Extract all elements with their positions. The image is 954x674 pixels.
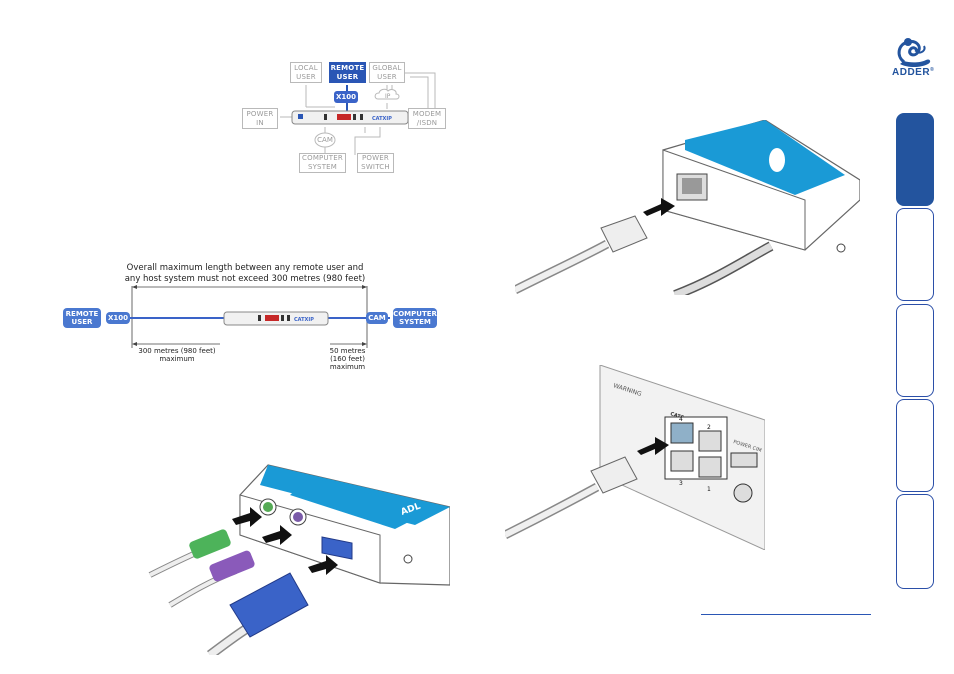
length-lines: CATXIP — [120, 285, 390, 348]
length-computer-system: COMPUTER SYSTEM — [393, 308, 437, 328]
power-switch-box: POWER SWITCH — [357, 153, 394, 173]
modem-isdn-box: MODEM /ISDN — [408, 108, 446, 129]
length-left-caption-1: 300 metres (980 feet) — [138, 347, 216, 355]
brand-name: ADDER® — [892, 67, 935, 78]
length-device-label: CATXIP — [294, 317, 314, 323]
power-in-box: POWER IN — [242, 108, 278, 129]
divider-line — [701, 614, 871, 615]
topology-device-label: CATXIP — [372, 116, 392, 122]
length-cam: CAM — [366, 312, 388, 324]
global-user-box: GLOBAL USER — [369, 62, 405, 83]
length-x100: X100 — [106, 312, 130, 324]
snake-logo-icon — [897, 38, 931, 67]
adder-logo: ADDER® — [886, 34, 942, 80]
nav-tab-4[interactable] — [896, 399, 934, 492]
port-3-label: 3 — [679, 480, 683, 487]
length-remote-user: REMOTE USER — [63, 308, 101, 328]
ps2-vga-illustration: ADL — [148, 464, 451, 660]
cam-label: CAM — [317, 136, 333, 144]
length-right-caption-3: maximum — [329, 363, 366, 371]
length-left-caption-2: maximum — [159, 355, 195, 363]
length-right-caption-2: (160 feet) — [330, 355, 365, 363]
photo-cat5-into-unit — [512, 119, 861, 300]
nav-tab-5[interactable] — [896, 494, 934, 589]
length-heading-line1: Overall maximum length between any remot… — [126, 263, 364, 273]
cat5-unit-illustration — [512, 119, 861, 300]
photo-ps2-vga-connection: ADL — [140, 455, 451, 660]
computer-system-box: COMPUTER SYSTEM — [299, 153, 346, 173]
photo-cat5-user-ports: WARNING CAT5 USER PORTS POWER CIM 4 2 3 … — [502, 364, 766, 551]
user-ports-illustration: WARNING CAT5 USER PORTS POWER CIM 4 2 3 … — [502, 364, 766, 551]
ip-cloud-label: IP — [385, 93, 391, 100]
topology-diagram: CATXIP IP LOCAL USER REMOTE USER GLOBAL … — [240, 55, 455, 175]
local-user-box: LOCAL USER — [290, 62, 322, 83]
length-right-caption-1: 50 metres — [329, 347, 366, 355]
topology-lines: CATXIP IP — [280, 72, 436, 155]
nav-tab-3[interactable] — [896, 304, 934, 397]
port-1-label: 1 — [707, 486, 711, 493]
port-2-label: 2 — [707, 424, 711, 431]
nav-tab-1[interactable] — [896, 113, 934, 206]
length-diagram: Overall maximum length between any remot… — [60, 260, 445, 375]
x100-label: X100 — [334, 91, 358, 103]
remote-user-box: REMOTE USER — [329, 62, 366, 83]
port-4-label: 4 — [679, 416, 683, 423]
nav-tab-2[interactable] — [896, 208, 934, 301]
length-heading-line2: any host system must not exceed 300 metr… — [124, 274, 366, 284]
